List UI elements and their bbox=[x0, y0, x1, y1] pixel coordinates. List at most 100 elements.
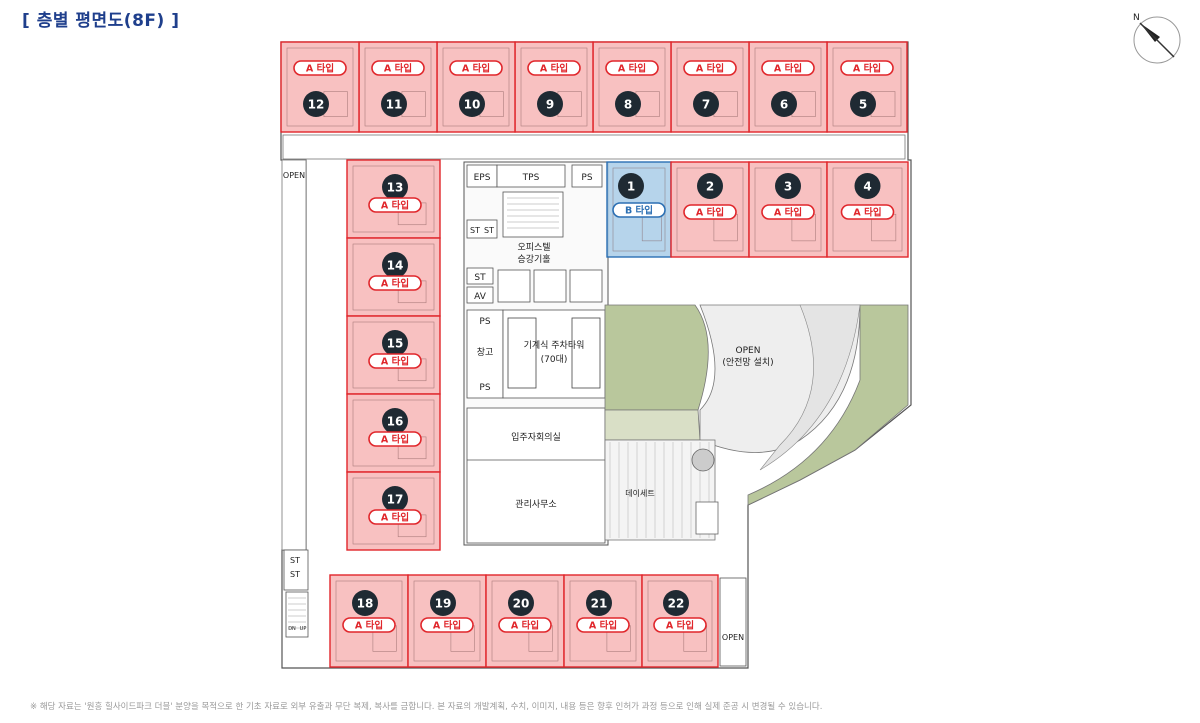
unit-number-badge bbox=[854, 173, 881, 199]
unit-22[interactable]: 22A 타입 bbox=[641, 574, 719, 668]
unit-inner-wall bbox=[413, 580, 481, 662]
unit-number: 12 bbox=[308, 98, 325, 112]
unit-number: 5 bbox=[859, 98, 867, 112]
unit-area bbox=[592, 41, 672, 133]
unit-number-badge bbox=[382, 252, 408, 278]
unit-type-label: A 타입 bbox=[381, 356, 409, 368]
unit-type-label: A 타입 bbox=[384, 63, 412, 75]
stair-core bbox=[502, 191, 564, 238]
unit-type-badge bbox=[293, 60, 347, 76]
unit-20[interactable]: 20A 타입 bbox=[485, 574, 565, 668]
unit-number-badge bbox=[615, 91, 641, 117]
unit-number: 8 bbox=[624, 98, 632, 112]
north-corridor bbox=[282, 134, 906, 160]
label-ps-low: PS bbox=[479, 383, 490, 393]
compass-label: N bbox=[1133, 13, 1140, 23]
unit-inner-wall bbox=[754, 167, 822, 252]
unit-14[interactable]: 14A 타입 bbox=[346, 237, 441, 317]
unit-area bbox=[826, 41, 908, 133]
unit-type-badge bbox=[342, 617, 396, 633]
unit-1[interactable]: 1B 타입 bbox=[606, 161, 672, 258]
unit-number-badge bbox=[775, 173, 801, 199]
label-management-office: 관리사무소 bbox=[515, 499, 556, 510]
unit-type-label: A 타입 bbox=[511, 620, 539, 632]
unit-18[interactable]: 18A 타입 bbox=[329, 574, 409, 668]
unit-number-badge bbox=[663, 590, 689, 616]
unit-7[interactable]: 7A 타입 bbox=[670, 41, 750, 133]
elevator-car bbox=[497, 269, 531, 303]
unit-type-badge bbox=[368, 275, 422, 291]
unit-type-badge bbox=[527, 60, 581, 76]
unit-type-label: A 타입 bbox=[462, 63, 490, 75]
unit-inner-wall bbox=[520, 47, 588, 127]
unit-type-label: A 타입 bbox=[618, 63, 646, 75]
unit-3[interactable]: 3A 타입 bbox=[748, 161, 828, 258]
unit-5[interactable]: 5A 타입 bbox=[826, 41, 908, 133]
unit-number: 7 bbox=[702, 98, 710, 112]
elevator-car bbox=[569, 269, 603, 303]
unit-6[interactable]: 6A 타입 bbox=[748, 41, 828, 133]
garden-left bbox=[604, 304, 709, 411]
unit-16[interactable]: 16A 타입 bbox=[346, 393, 441, 473]
room-st bbox=[466, 267, 494, 285]
unit-type-label: A 타입 bbox=[774, 63, 802, 75]
unit-21[interactable]: 21A 타입 bbox=[563, 574, 643, 668]
label-open-center-1: OPEN bbox=[736, 346, 761, 356]
unit-type-label: A 타입 bbox=[853, 207, 881, 219]
unit-inner-wall bbox=[569, 580, 637, 662]
compass-icon: N bbox=[1133, 13, 1181, 64]
label-eps: EPS bbox=[474, 173, 491, 183]
unit-type-label: A 타입 bbox=[666, 620, 694, 632]
unit-11[interactable]: 11 A 타입 bbox=[358, 41, 438, 133]
unit-type-badge bbox=[761, 204, 815, 220]
label-open-left: OPEN bbox=[283, 171, 305, 180]
unit-type-badge bbox=[371, 60, 425, 76]
garden-right bbox=[747, 304, 909, 506]
label-residents-room: 입주자회의실 bbox=[511, 431, 561, 443]
unit-type-label: A 타입 bbox=[589, 620, 617, 632]
unit-15[interactable]: 15 A 타입 bbox=[346, 315, 441, 395]
footnote: ※ 해당 자료는 '원흥 힐사이드파크 더블' 분양을 목적으로 한 기초 자료… bbox=[30, 702, 823, 712]
label-open-bottom: OPEN bbox=[722, 633, 744, 642]
room-tps bbox=[496, 164, 566, 188]
unit-number: 11 bbox=[386, 98, 403, 112]
unit-19[interactable]: 19A 타입 bbox=[407, 574, 487, 668]
unit-number: 15 bbox=[387, 337, 404, 351]
label-dn: DN bbox=[288, 626, 296, 632]
unit-type-label: A 타입 bbox=[433, 620, 461, 632]
unit-type-label: A 타입 bbox=[774, 207, 802, 219]
room-av bbox=[466, 286, 494, 304]
unit-type-label: A 타입 bbox=[381, 434, 409, 446]
unit-8[interactable]: 8 A 타입 bbox=[592, 41, 672, 133]
unit-4[interactable]: 4 A 타입 bbox=[826, 161, 909, 258]
unit-number-badge bbox=[459, 91, 485, 117]
room-st-sw bbox=[283, 549, 309, 591]
stair-sw bbox=[285, 591, 309, 638]
open-bottom-area bbox=[719, 577, 747, 667]
unit-number: 9 bbox=[546, 98, 554, 112]
unit-12[interactable]: 12A 타입 bbox=[280, 41, 360, 133]
label-deck: 데이세트 bbox=[625, 488, 654, 498]
unit-type-badge bbox=[420, 617, 474, 633]
unit-area bbox=[748, 41, 828, 133]
unit-2[interactable]: 2A 타입 bbox=[670, 161, 750, 258]
elevator-car bbox=[533, 269, 567, 303]
label-up: UP bbox=[300, 626, 307, 632]
unit-13[interactable]: 13A 타입 bbox=[346, 159, 441, 239]
unit-inner-wall bbox=[442, 47, 510, 127]
unit-type-badge bbox=[368, 353, 422, 369]
parking-tower bbox=[502, 309, 606, 399]
curved-walkway bbox=[759, 304, 861, 471]
unit-number-badge bbox=[697, 173, 723, 199]
unit-type-badge bbox=[368, 509, 422, 525]
unit-number: 4 bbox=[863, 180, 871, 194]
unit-inner-wall bbox=[676, 47, 744, 127]
unit-type-label: A 타입 bbox=[381, 200, 409, 212]
unit-17[interactable]: 17A 타입 bbox=[346, 471, 441, 551]
unit-9[interactable]: 9A 타입 bbox=[514, 41, 594, 133]
unit-10[interactable]: 10A 타입 bbox=[436, 41, 516, 133]
unit-type-label: A 타입 bbox=[696, 207, 724, 219]
parking-shaft-right bbox=[571, 317, 601, 389]
